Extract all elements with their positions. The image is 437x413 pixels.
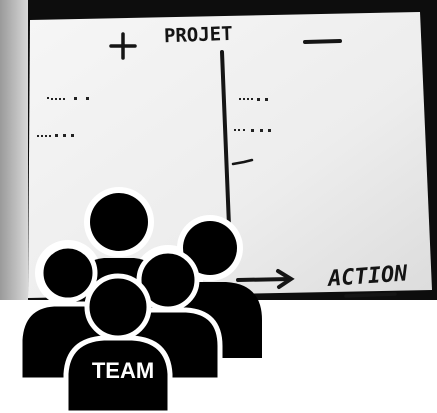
- action-arrow: [236, 269, 295, 289]
- right-notes: [234, 98, 271, 132]
- team-label: TEAM: [92, 358, 154, 383]
- vertical-divider: [220, 50, 231, 228]
- person-front: [63, 273, 173, 413]
- left-notes: [37, 97, 89, 137]
- whiteboard-title: PROJET: [164, 23, 233, 47]
- left-wall: [0, 0, 28, 300]
- action-underline: [344, 292, 397, 298]
- right-note-dash: [231, 158, 254, 166]
- plus-sign: [109, 32, 137, 60]
- team-group-icon: TEAM: [17, 187, 262, 413]
- action-label: ACTION: [325, 261, 409, 292]
- minus-sign: [303, 39, 342, 44]
